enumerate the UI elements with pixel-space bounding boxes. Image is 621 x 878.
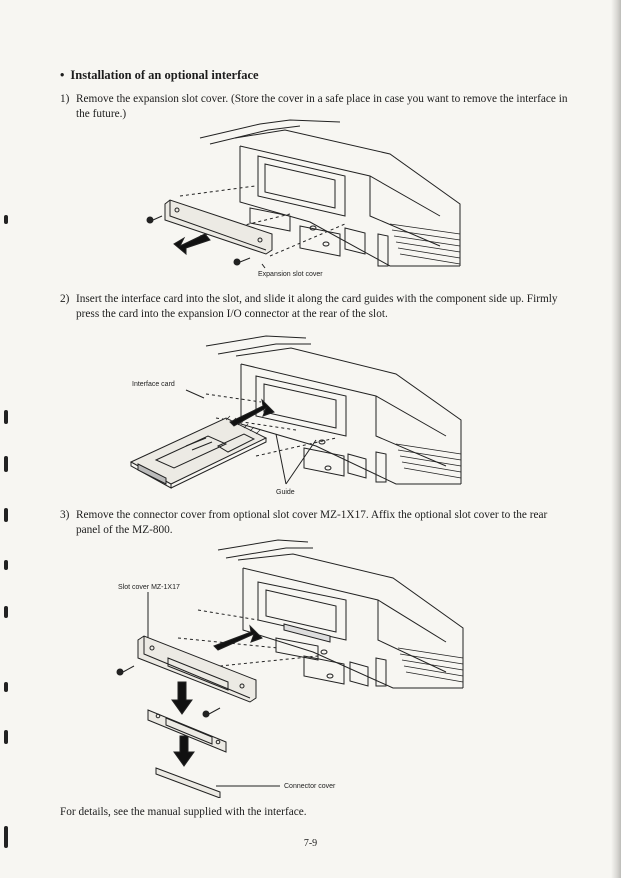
step-2: 2) Insert the interface card into the sl…: [60, 292, 570, 322]
binding-mark: [4, 730, 8, 744]
figure-label-connector-cover: Connector cover: [284, 783, 336, 790]
footer-note: For details, see the manual supplied wit…: [60, 806, 307, 818]
figure-remove-slot-cover: Expansion slot cover: [140, 116, 480, 286]
page-number: 7-9: [303, 838, 318, 849]
figure-insert-interface-card: Interface card Guide: [126, 334, 476, 500]
binding-mark: [4, 215, 8, 224]
binding-mark: [4, 508, 8, 522]
step-number: 3): [60, 509, 70, 521]
step-text: Remove the expansion slot cover. (Store …: [76, 93, 568, 120]
step-3: 3) Remove the connector cover from optio…: [60, 508, 570, 538]
figure-label-expansion-slot-cover: Expansion slot cover: [258, 271, 323, 278]
binding-mark: [4, 826, 8, 848]
figure-label-interface-card: Interface card: [132, 381, 175, 388]
binding-mark: [4, 606, 8, 618]
heading-bullet: •: [60, 68, 65, 82]
figure-label-guide: Guide: [276, 489, 295, 496]
section-heading: • Installation of an optional interface: [60, 68, 259, 83]
page-edge-shadow: [611, 0, 621, 878]
step-text: Remove the connector cover from optional…: [76, 509, 548, 536]
heading-text: Installation of an optional interface: [70, 68, 259, 82]
step-number: 2): [60, 293, 70, 305]
step-number: 1): [60, 93, 70, 105]
binding-mark: [4, 682, 8, 692]
binding-mark: [4, 560, 8, 570]
figure-affix-slot-cover: Slot cover MZ-1X17 Connector cover: [108, 538, 478, 798]
binding-mark: [4, 456, 8, 472]
step-1: 1) Remove the expansion slot cover. (Sto…: [60, 92, 570, 122]
step-text: Insert the interface card into the slot,…: [76, 293, 558, 320]
figure-label-slot-cover-mz-1x17: Slot cover MZ-1X17: [118, 584, 180, 591]
binding-mark: [4, 410, 8, 424]
